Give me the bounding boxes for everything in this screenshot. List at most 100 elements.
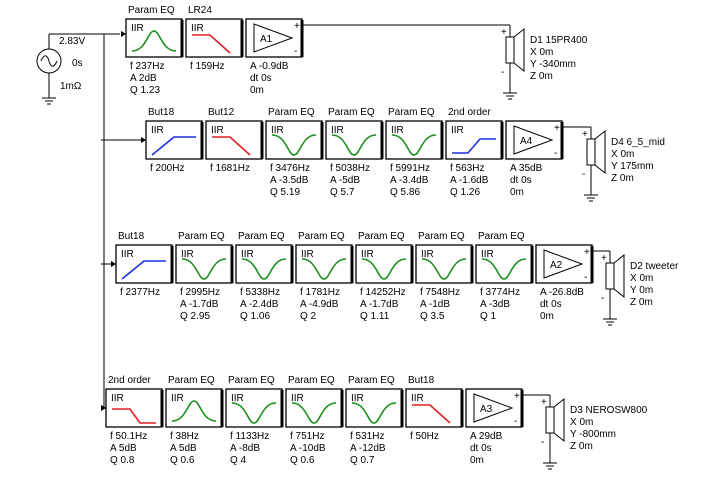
filter-response-curve [181,258,227,280]
amp-param: dt 0s [510,175,532,186]
filter-response-curve [112,408,156,424]
amp-param: dt 0s [540,299,562,310]
filter-type-label: IIR [211,125,224,136]
amp-param: A -26.8dB [540,287,584,298]
filter-box[interactable] [355,244,413,284]
speaker-coord: Y -800mm [570,429,616,440]
filter-response-curve [351,402,397,424]
filter-type-label: IIR [351,393,364,404]
svg-text:-: - [501,67,504,78]
filter-title: 2nd order [108,375,151,386]
speaker-coord: Y 0m [630,285,653,296]
filter-box[interactable] [285,388,343,428]
filter-box[interactable] [235,244,293,284]
filter-response-curve [171,400,217,422]
filter-title: Param EQ [228,375,275,386]
filter-param: A -3.5dB [270,175,309,186]
amp-param: 0m [470,455,484,466]
amp-param: dt 0s [470,443,492,454]
filter-box[interactable] [265,120,323,160]
filter-box[interactable] [405,388,463,428]
filter-param: Q 1.23 [130,85,160,96]
svg-text:+: + [514,391,520,402]
amp-triangle-icon [543,249,584,279]
filter-param: Q 3.5 [420,311,445,322]
filter-param: f 3774Hz [480,287,520,298]
filter-param: Q 1.06 [240,311,270,322]
filter-param: Q 0.6 [170,455,195,466]
voltage-source[interactable] [36,33,120,105]
filter-box[interactable] [325,120,383,160]
filter-box[interactable] [345,388,403,428]
filter-response-curve [212,136,251,156]
filter-title: Param EQ [388,107,435,118]
filter-param: A -12dB [350,443,386,454]
amp-triangle-icon [513,125,554,155]
speaker-coord: X 0m [630,273,653,284]
svg-text:+: + [601,253,607,264]
filter-param: A -10dB [290,443,326,454]
filter-box[interactable] [415,244,473,284]
filter-title: Param EQ [348,375,395,386]
filter-title: But18 [408,375,435,386]
filter-response-curve [391,134,437,156]
amp-param: 0m [250,85,264,96]
filter-param: A -1.6dB [450,175,489,186]
svg-text:-: - [541,437,544,448]
filter-type-label: IIR [151,125,164,136]
filter-response-curve [131,30,177,52]
filter-param: Q 0.8 [110,455,135,466]
filter-param: A 5dB [110,443,137,454]
svg-text:+: + [582,129,588,140]
filter-box[interactable] [175,244,233,284]
amp-label: A4 [520,136,533,147]
amp-label: A2 [550,260,563,271]
filter-type-label: IIR [411,393,424,404]
filter-param: A -2.4dB [240,299,279,310]
filter-param: A -8dB [230,443,260,454]
speaker-coord: Z 0m [570,441,593,452]
filter-param: f 1681Hz [210,163,250,174]
amp-label: A3 [480,404,493,415]
amp-param: A -0.9dB [250,61,289,72]
filter-type-label: IIR [271,125,284,136]
svg-text:-: - [294,46,297,57]
svg-text:+: + [554,123,560,134]
filter-box[interactable] [385,120,443,160]
svg-text:-: - [601,293,604,304]
filter-type-label: IIR [121,249,134,260]
filter-box[interactable] [295,244,353,284]
filter-type-label: IIR [181,249,194,260]
